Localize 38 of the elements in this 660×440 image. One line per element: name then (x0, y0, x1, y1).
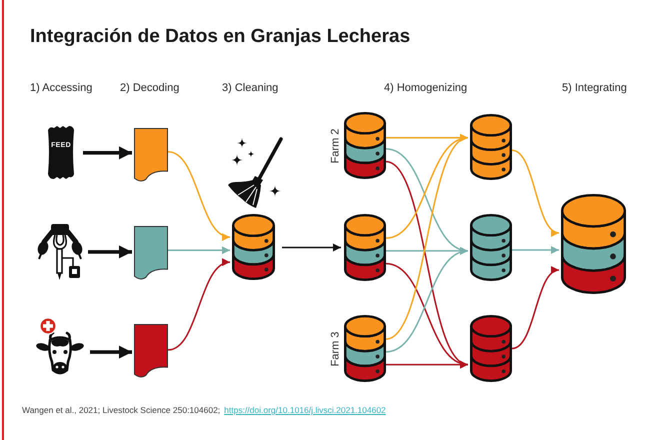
database-cylinder (344, 315, 386, 382)
document-shape (134, 128, 168, 182)
arrow (386, 262, 468, 367)
database-cylinder (470, 114, 512, 180)
database-cylinder (470, 214, 512, 281)
arrow (512, 150, 560, 235)
arrow (168, 260, 230, 351)
arrow (83, 146, 132, 160)
farm-label: Farm 2 (330, 128, 342, 164)
step-heading: 2) Decoding (120, 81, 180, 95)
database-cylinder (561, 194, 626, 294)
arrow (512, 246, 559, 254)
title: Integración de Datos en Granjas Lecheras (30, 26, 410, 48)
database-cylinder (344, 214, 386, 281)
arrow (386, 137, 468, 340)
step-heading: 5) Integrating (562, 81, 627, 95)
step-heading: 1) Accessing (30, 81, 92, 95)
milking-robot-icon (36, 222, 84, 282)
arrow (90, 346, 132, 359)
document-shape (134, 226, 168, 280)
arrow (386, 360, 468, 369)
farm-label: Farm 3 (330, 332, 342, 366)
step-heading: 4) Homogenizing (384, 81, 468, 95)
doi-link: https://doi.org/10.1016/j.livsci.2021.104602 (224, 405, 386, 416)
arrow (512, 268, 560, 350)
citation-text: Wangen et al., 2021; Livestock Science 250:104602; (22, 405, 220, 416)
arrow (88, 245, 132, 258)
arrow (168, 246, 230, 254)
database-cylinder (344, 112, 386, 179)
feed-bag (45, 125, 77, 179)
database-cylinder (470, 315, 512, 382)
database-cylinder (232, 214, 275, 280)
cow-head-icon (36, 316, 84, 376)
arrow (386, 248, 468, 353)
document-shape (134, 324, 168, 378)
step-heading: 3) Cleaning (222, 81, 278, 95)
arrow (282, 244, 341, 252)
arrow (168, 151, 230, 240)
